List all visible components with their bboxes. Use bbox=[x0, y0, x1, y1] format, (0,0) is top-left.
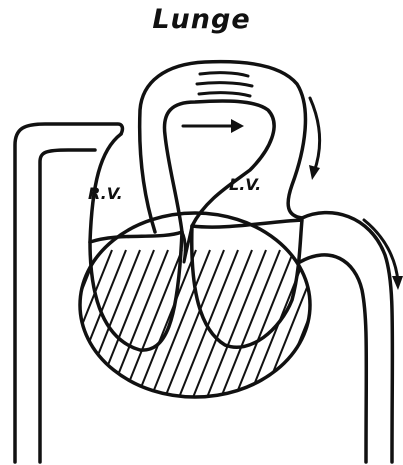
aorta-outer bbox=[302, 213, 392, 462]
hatch-line bbox=[66, 250, 126, 400]
pulmonary-vessel-left bbox=[15, 124, 122, 462]
hatch-line bbox=[38, 250, 98, 400]
lung-loop-outer bbox=[140, 62, 306, 232]
hatch-line bbox=[0, 250, 14, 400]
aorta-inner bbox=[300, 255, 366, 462]
flow-arrow-lung bbox=[183, 119, 244, 133]
hatch-line bbox=[24, 250, 84, 400]
label-left-ventricle: L.V. bbox=[229, 175, 261, 194]
lung-lines bbox=[197, 73, 252, 96]
hatch-line bbox=[0, 250, 42, 400]
hatching bbox=[0, 250, 378, 400]
label-right-ventricle: R.V. bbox=[88, 184, 123, 203]
left-ventricle-chamber bbox=[192, 220, 302, 347]
hatch-line bbox=[318, 250, 378, 400]
pulmonary-vessel-left-inner bbox=[40, 150, 95, 462]
flow-arrow-right-down bbox=[309, 98, 320, 180]
hatch-line bbox=[0, 250, 56, 400]
